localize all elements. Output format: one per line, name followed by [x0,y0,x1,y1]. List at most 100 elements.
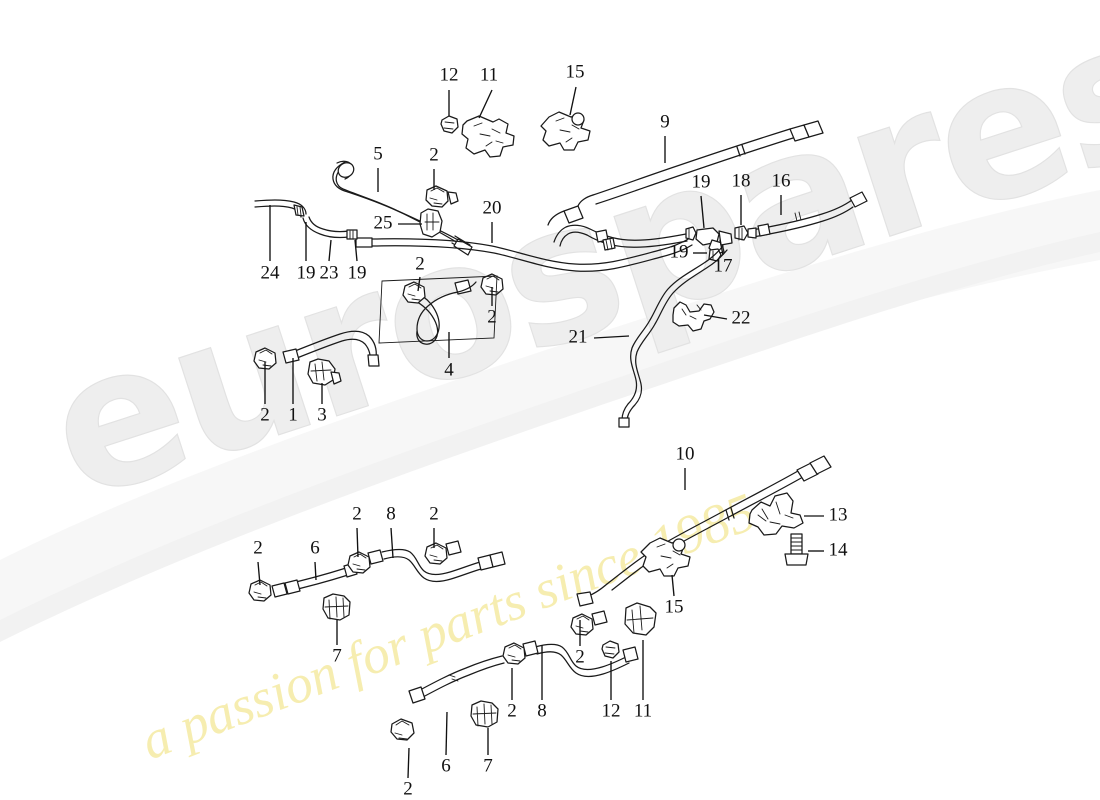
callout-2: 2 [253,537,263,586]
callout-12: 12 [602,661,621,721]
callout-13: 13 [804,504,848,525]
callout-19: 19 [692,171,711,229]
clip-part-2-b [402,281,426,304]
callout-number: 15 [665,596,684,617]
hose-part-1 [282,330,380,367]
callout-15: 15 [566,61,585,116]
clip-part-25 [419,208,443,238]
callout-11: 11 [634,640,652,721]
callout-leader-line [719,239,724,256]
callout-2: 2 [352,503,362,558]
callout-leader-line [390,527,394,559]
pipe-part-6-a [271,562,358,598]
callout-number: 15 [566,61,585,82]
callout-24: 24 [261,205,281,283]
callout-number: 19 [670,241,689,262]
pipe-part-21 [618,245,728,428]
callout-leader-line [569,86,577,116]
callout-number: 2 [403,778,413,799]
callout-23: 23 [320,239,339,283]
callout-2: 2 [403,747,413,799]
callout-number: 22 [732,307,751,328]
bracket-part-13 [748,492,804,536]
clip-part-2-a [425,185,459,208]
callout-number: 14 [829,539,849,560]
callout-leader-line [703,314,728,320]
callout-leader-line [356,527,359,558]
clip-part-11-b [624,602,657,636]
callout-2: 2 [575,620,585,667]
callout-number: 16 [772,170,791,191]
callout-number: 21 [569,326,588,347]
callout-number: 2 [253,537,263,558]
callout-number: 9 [660,111,670,132]
callout-leader-line [257,561,261,586]
callout-number: 3 [317,404,327,425]
hose-part-9 [547,120,824,226]
hose-part-5 [332,160,473,256]
nut-part-12-b [601,640,620,659]
callout-7: 7 [332,620,342,666]
callout-number: 23 [320,262,339,283]
callout-number: 4 [444,359,454,380]
callout-2: 2 [429,144,439,190]
bolt-part-14 [784,533,809,566]
callout-number: 2 [415,253,425,274]
clip-part-2-g [248,579,272,602]
nut-part-12-top [440,115,459,134]
callout-2: 2 [260,362,270,425]
callout-11: 11 [478,64,498,119]
clip-part-2-d [253,347,277,370]
callout-2: 2 [429,503,439,548]
callout-number: 7 [332,645,342,666]
bracket-part-22 [672,301,715,332]
callout-number: 1 [288,404,298,425]
callout-20: 20 [483,197,502,243]
callout-12: 12 [440,64,459,116]
clip-part-15-b [640,537,691,577]
hose-part-8-a [381,548,506,583]
callout-25: 25 [374,212,422,233]
clip-part-2-j [390,718,415,741]
callout-number: 2 [429,503,439,524]
callout-6: 6 [310,537,320,581]
callout-number: 2 [487,306,497,327]
callout-number: 2 [352,503,362,524]
callout-leader-line [478,89,493,119]
callout-number: 2 [507,700,517,721]
callout-8: 8 [386,503,396,559]
callout-number: 24 [261,262,281,283]
hose-part-24 [254,199,307,218]
callout-leader-line [445,711,448,756]
callout-3: 3 [317,383,327,425]
clip-part-2-e [347,549,384,574]
clip-part-2-h [570,610,608,636]
callout-number: 2 [575,646,585,667]
callout-leader-line [314,561,317,581]
callout-19: 19 [297,222,316,283]
callout-leader-line [407,747,410,779]
callout-number: 6 [441,755,451,776]
callout-number: 18 [732,170,751,191]
callout-21: 21 [569,326,630,347]
clip-part-15-top [540,111,591,151]
clip-part-7-b [470,700,499,728]
callout-8: 8 [537,645,547,721]
pipe-part-6-b [408,655,505,704]
watermark-swoosh-2 [0,232,1100,642]
callout-19: 19 [348,239,367,283]
hose-part-8-b [534,643,639,678]
callout-number: 19 [692,171,711,192]
clip-part-11-top [461,115,515,158]
callout-number: 6 [310,537,320,558]
callout-7: 7 [483,728,493,776]
callout-10: 10 [676,443,695,490]
callout-number: 12 [602,700,621,721]
clip-part-3 [307,358,342,386]
callout-2: 2 [507,668,517,721]
clip-part-2-f [424,540,462,565]
callout-19: 19 [670,241,707,262]
